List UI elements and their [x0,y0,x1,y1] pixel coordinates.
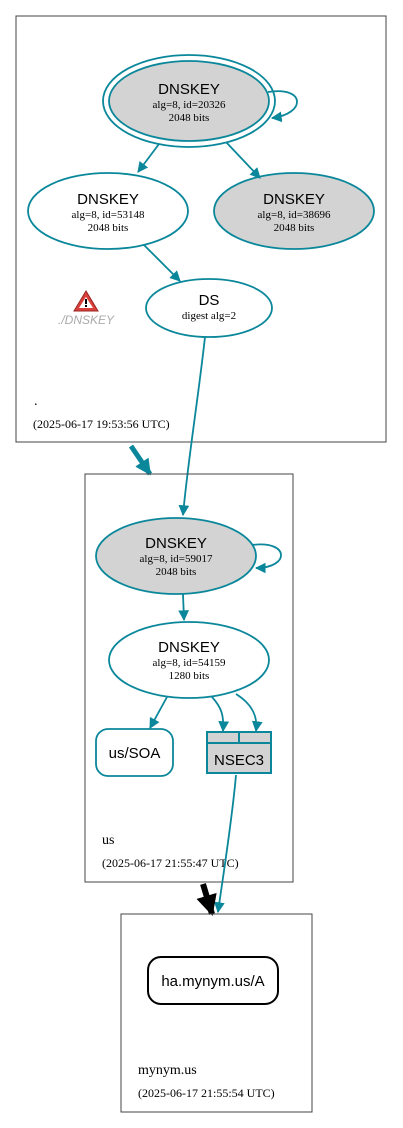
root-ksk-title: DNSKEY [158,81,220,98]
edge-delegation-us-to-mynym [196,883,217,917]
us-ksk-node[interactable]: DNSKEY alg=8, id=59017 2048 bits [95,517,257,595]
edge-zsk1-to-ds [143,244,181,282]
zone-mynym-box [120,913,313,1113]
edge-root-ksk-to-zsk2 [225,141,261,179]
root-zsk1-line1: alg=8, id=53148 [72,209,145,221]
nsec3-label: NSEC3 [214,752,264,769]
zone-root-timestamp: (2025-06-17 19:53:56 UTC) [33,417,170,431]
us-zsk-title: DNSKEY [158,639,220,656]
us-soa-label: us/SOA [109,745,161,762]
us-ksk-line2: 2048 bits [156,566,197,578]
warning-label: ./DNSKEY [58,313,115,327]
us-zsk-line2: 1280 bits [169,670,210,682]
edge-nsec3-to-a-record [214,774,237,914]
zone-us-label: us [102,833,114,848]
root-ksk-line1: alg=8, id=20326 [153,99,226,111]
us-zsk-line1: alg=8, id=54159 [153,657,226,669]
a-record-label: ha.mynym.us/A [161,973,264,990]
root-zsk1-title: DNSKEY [77,191,139,208]
edge-us-ksk-to-us-zsk [178,593,190,622]
zone-mynym-label: mynym.us [138,1063,197,1078]
ds-line1: digest alg=2 [182,310,236,322]
root-zsk2-title: DNSKEY [263,191,325,208]
root-zsk2-line2: 2048 bits [274,222,315,234]
edge-delegation-root-to-us [128,444,153,476]
zone-us-box [84,473,294,883]
zone-us-timestamp: (2025-06-17 21:55:47 UTC) [102,856,239,870]
warning-icon [73,290,99,312]
root-zsk1-line2: 2048 bits [88,222,129,234]
root-ksk-line2: 2048 bits [169,112,210,124]
us-soa-node[interactable]: us/SOA [95,728,174,777]
us-ksk-title: DNSKEY [145,535,207,552]
root-zsk2-node[interactable]: DNSKEY alg=8, id=38696 2048 bits [213,172,375,250]
zone-root-label: . [34,394,38,409]
edge-us-zsk-to-nsec3-b [235,693,263,733]
warning-group: ./DNSKEY [58,290,115,327]
edge-us-zsk-to-soa [149,696,168,729]
us-ksk-self-edge [251,543,282,574]
root-ksk-self-edge [267,90,298,123]
root-zsk2-line1: alg=8, id=38696 [258,209,331,221]
edge-ds-to-us-ksk [178,336,206,517]
root-zsk1-node[interactable]: DNSKEY alg=8, id=53148 2048 bits [27,172,189,250]
a-record-node[interactable]: ha.mynym.us/A [147,956,279,1005]
nsec3-node[interactable]: NSEC3 [206,731,272,774]
ds-title: DS [199,292,220,309]
zone-mynym-timestamp: (2025-06-17 21:55:54 UTC) [138,1086,275,1100]
us-ksk-line1: alg=8, id=59017 [140,553,213,565]
edge-us-zsk-to-nsec3-a [211,696,230,733]
ds-node[interactable]: DS digest alg=2 [145,278,273,338]
edge-root-ksk-to-zsk1 [137,143,160,173]
root-ksk-node[interactable]: DNSKEY alg=8, id=20326 2048 bits [102,54,276,148]
zone-root-box [15,15,387,443]
us-zsk-node[interactable]: DNSKEY alg=8, id=54159 1280 bits [108,621,270,699]
